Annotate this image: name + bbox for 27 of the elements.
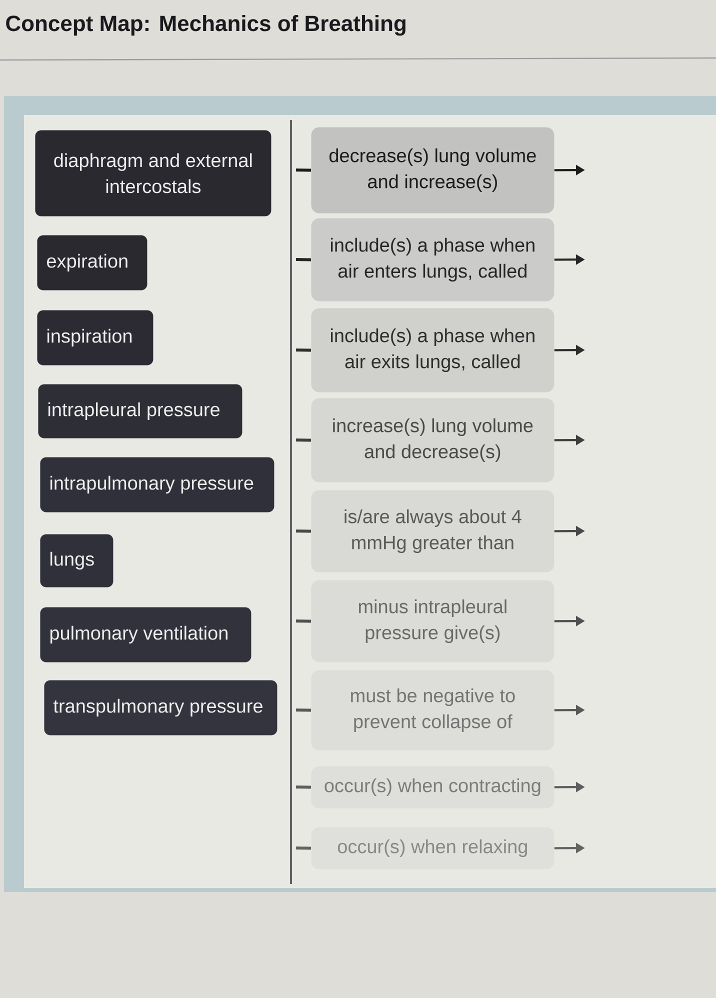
line-stub: [296, 620, 312, 623]
line-stub: [296, 168, 312, 172]
phrase-box: increase(s) lung volume and decrease(s): [311, 398, 554, 482]
term-box: diaphragm and external intercostals: [35, 130, 272, 216]
phrase-box: occur(s) when relaxing: [311, 827, 554, 870]
line-stub: [296, 258, 312, 262]
title: Concept Map: Mechanics of Breathing: [6, 15, 406, 36]
line-stub: [296, 846, 312, 850]
phrase-box: minus intrapleural pressure give(s): [311, 580, 554, 662]
phrase-box: include(s) a phase when air enters lungs, called: [311, 218, 554, 302]
term-box: lungs: [40, 534, 114, 588]
term-box: intrapulmonary pressure: [40, 457, 274, 512]
phrase-box: decrease(s) lung volume and increase(s): [311, 127, 554, 214]
term-box: inspiration: [37, 310, 154, 366]
phrase-box: is/are always about 4 mmHg greater than: [311, 490, 554, 572]
line-stub: [296, 708, 312, 712]
term-box: intrapleural pressure: [38, 384, 242, 438]
phrase-box: include(s) a phase when air exits lungs, called: [311, 308, 554, 392]
term-box: transpulmonary pressure: [44, 680, 278, 736]
phrase-box: occur(s) when contracting: [311, 766, 554, 808]
line-stub: [296, 348, 312, 352]
line-stub: [296, 438, 312, 442]
line-stub: [296, 786, 312, 789]
phrase-box: must be negative to prevent collapse of: [311, 670, 554, 750]
term-box: expiration: [37, 235, 148, 290]
term-box: pulmonary ventilation: [40, 607, 252, 662]
line-stub: [296, 530, 312, 533]
